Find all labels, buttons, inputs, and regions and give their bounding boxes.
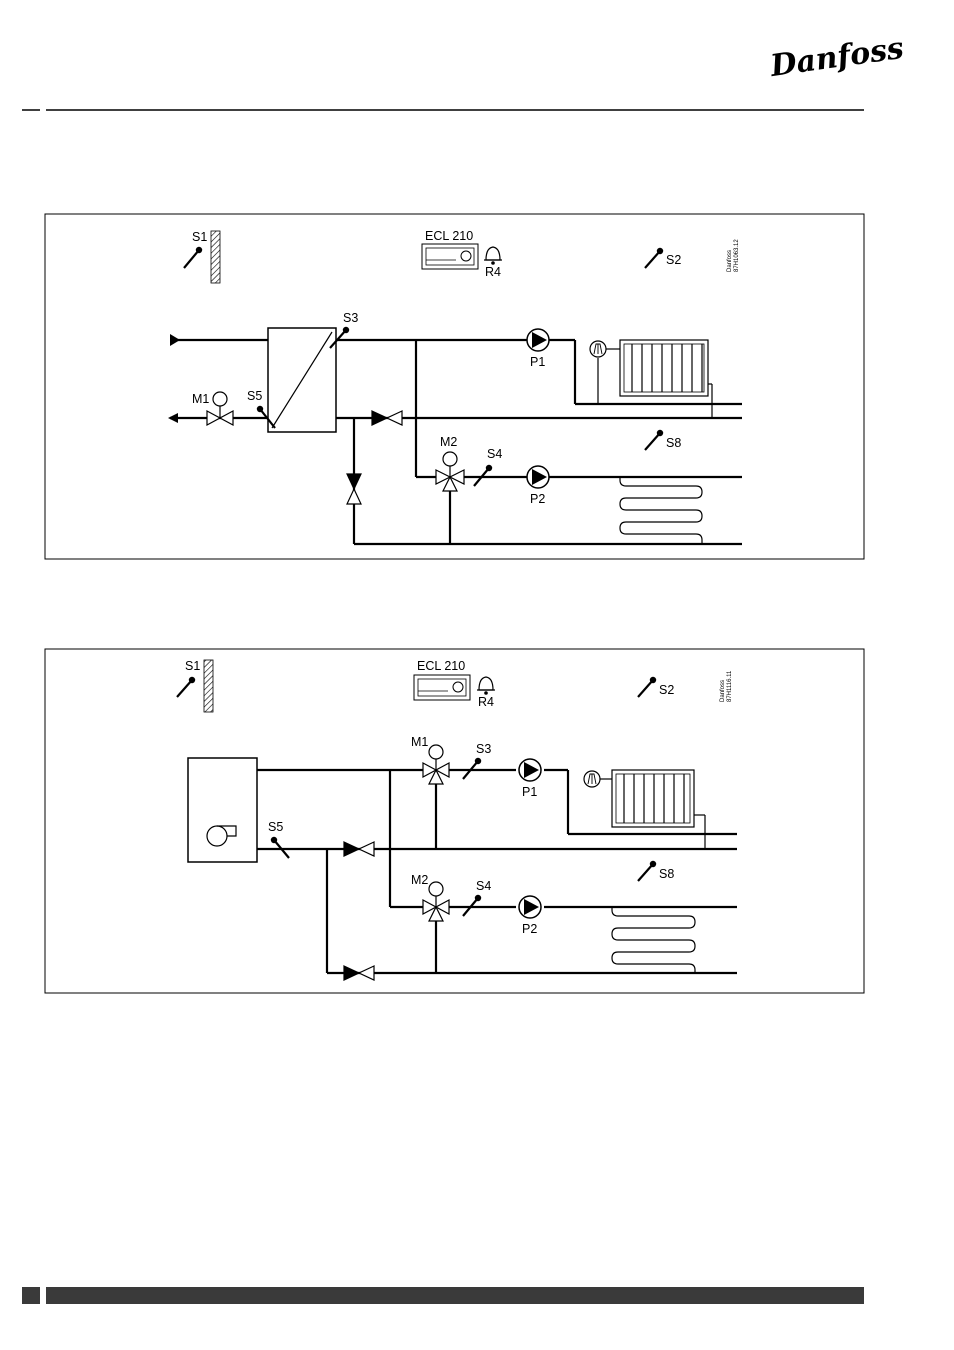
pump-p1: P1	[527, 329, 549, 369]
svg-text:Danfoss: Danfoss	[727, 250, 733, 272]
svg-text:87H1063.12: 87H1063.12	[734, 239, 740, 272]
label-m2-2: M2	[411, 873, 428, 887]
outdoor-sensor-s1: S1	[184, 230, 220, 283]
label-r4-2: R4	[478, 695, 494, 709]
diagram-1-frame	[45, 214, 864, 559]
alarm-r4-2: R4	[477, 677, 495, 709]
label-ecl210: ECL 210	[425, 229, 473, 243]
check-valve-2b	[344, 966, 374, 980]
label-m1: M1	[192, 392, 209, 406]
room-sensor-s8-2: S8	[638, 861, 674, 881]
label-m2: M2	[440, 435, 457, 449]
label-s2: S2	[666, 253, 681, 267]
underfloor-coil	[620, 477, 702, 544]
diagram-1: S1 ECL 210 R4 S2 Danfoss	[45, 214, 864, 559]
sensor-s4: S4	[474, 447, 502, 486]
label-s1: S1	[192, 230, 207, 244]
valve-m2-2: M2	[411, 873, 449, 921]
room-sensor-s2-2: S2	[638, 677, 674, 697]
radiator	[590, 340, 712, 418]
danfoss-logo: Danfoss	[767, 31, 906, 84]
underfloor-coil-2	[612, 907, 695, 973]
wall-hatch	[211, 231, 220, 283]
footer-page-box	[22, 1287, 40, 1304]
sensor-s4-2: S4	[463, 879, 491, 916]
svg-text:87H1116.11: 87H1116.11	[727, 670, 733, 702]
valve-m1: M1	[192, 392, 233, 425]
page-header: Danfoss	[22, 31, 906, 110]
controller-ecl210-2: ECL 210	[414, 659, 470, 700]
room-sensor-s8: S8	[645, 430, 681, 450]
primary-pipes	[168, 334, 268, 423]
label-p2: P2	[530, 492, 545, 506]
label-s3: S3	[343, 311, 358, 325]
svg-text:Danfoss: Danfoss	[720, 680, 726, 702]
diagram-2-frame	[45, 649, 864, 993]
label-s5-2: S5	[268, 820, 283, 834]
label-s1-2: S1	[185, 659, 200, 673]
label-s4-2: S4	[476, 879, 491, 893]
pump-p2: P2	[527, 466, 549, 506]
label-s5: S5	[247, 389, 262, 403]
diagram-2: S1 ECL 210 R4 S2 Danfoss	[45, 649, 864, 993]
label-s8-2: S8	[659, 867, 674, 881]
drawing-number-1: Danfoss 87H1063.12	[727, 239, 740, 272]
label-s3-2: S3	[476, 742, 491, 756]
check-valve-horizontal	[372, 411, 402, 425]
label-p2-2: P2	[522, 922, 537, 936]
label-m1-2: M1	[411, 735, 428, 749]
check-valve-vertical	[347, 474, 361, 504]
label-s2-2: S2	[659, 683, 674, 697]
label-r4: R4	[485, 265, 501, 279]
sensor-s5-2: S5	[268, 820, 289, 858]
valve-m2: M2	[436, 435, 464, 491]
drawing-number-2: Danfoss 87H1116.11	[720, 670, 733, 702]
check-valve-2a	[344, 842, 374, 856]
boiler	[188, 758, 257, 862]
page-footer	[22, 1287, 864, 1304]
room-sensor-s2: S2	[645, 248, 681, 268]
outdoor-sensor-s1-2: S1	[177, 659, 213, 712]
heat-exchanger	[268, 328, 336, 432]
valve-m1-2: M1	[411, 735, 449, 784]
footer-bar	[46, 1287, 864, 1304]
radiator-2	[584, 770, 705, 849]
pump-p1-2: P1	[519, 759, 541, 799]
controller-ecl210: ECL 210	[422, 229, 478, 269]
pump-p2-2: P2	[519, 896, 541, 936]
label-p1-2: P1	[522, 785, 537, 799]
label-p1: P1	[530, 355, 545, 369]
label-s4: S4	[487, 447, 502, 461]
alarm-r4: R4	[484, 247, 502, 279]
label-s8: S8	[666, 436, 681, 450]
label-ecl210-2: ECL 210	[417, 659, 465, 673]
sensor-s3-2: S3	[463, 742, 491, 779]
